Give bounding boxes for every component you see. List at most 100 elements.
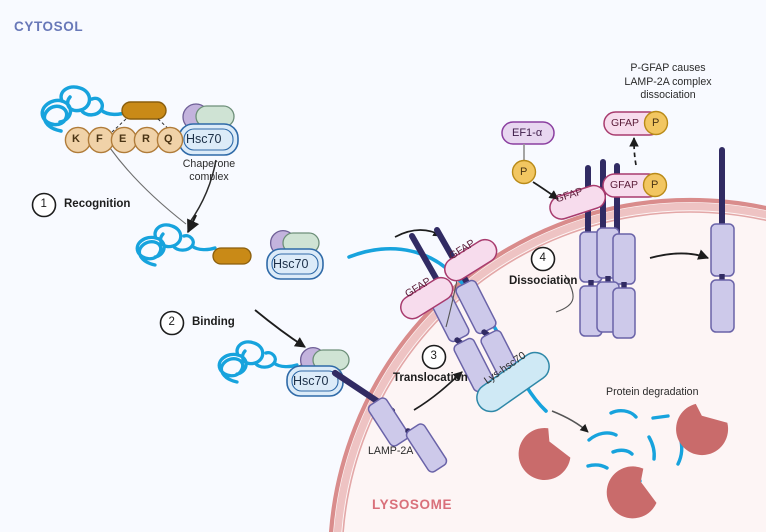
gfap-capsule-mid [444, 238, 498, 282]
kferq-residue-beads [64, 126, 184, 154]
hsc70-label-low: Hsc70 [293, 374, 329, 388]
step-number-3: 3 [430, 350, 437, 362]
residue-letter-e: E [119, 133, 127, 145]
phosphorylation-arrow [532, 181, 559, 200]
lys-hsc70-capsule [476, 351, 550, 413]
lamp2a-receptor-labeled [331, 369, 448, 473]
fragment-7 [647, 435, 656, 461]
step-circle-4 [530, 246, 556, 272]
gfap-capsule-membrane-low [549, 184, 607, 220]
lys-hsc70-body [476, 351, 550, 413]
recognition-guide-right [189, 159, 217, 223]
step-number-2: 2 [168, 316, 175, 328]
residue-letter-q: Q [164, 133, 173, 145]
dissociation-note-line2: LAMP-2A complex [624, 75, 712, 88]
step-label-translocation: Translocation [393, 372, 468, 384]
fragment-6 [651, 414, 670, 420]
step-circle-3 [421, 344, 447, 370]
substrate-chaperone-bound-mid [135, 223, 324, 280]
step-number-4: 4 [539, 252, 546, 264]
phosphate-circle-released [643, 110, 669, 136]
step-label-recognition: Recognition [64, 198, 131, 210]
ef1a-complex [501, 121, 555, 185]
dissociation-note-line3: dissociation [640, 89, 696, 101]
fragment-3 [611, 448, 634, 456]
residue-bead-4 [156, 126, 184, 154]
recognition-guide-left [109, 147, 187, 225]
step-label-binding: Binding [192, 316, 235, 328]
chaperone-caption-line2: complex [189, 171, 229, 183]
monomer-domain-1 [710, 223, 735, 277]
multimer-to-monomer-arrow [649, 249, 710, 260]
gfap-membrane-p [602, 172, 668, 198]
gfap-cytosol-mid [444, 238, 498, 282]
gfap-cytosol-left [400, 276, 454, 320]
gfap-release-arrow [629, 136, 639, 166]
chaperone-complex-caption: Chaperone complex [172, 158, 246, 184]
phosphate-label-ef1a: P [520, 166, 528, 178]
phosphate-label-membrane: P [651, 179, 659, 191]
step-label-dissociation: Dissociation [509, 275, 578, 287]
recognition-arrow [187, 214, 200, 234]
translocation-arrow [413, 371, 463, 411]
protease-2 [676, 403, 728, 456]
lysosome-membrane-inner [333, 202, 766, 532]
binding-arrow [254, 309, 306, 348]
substrate-coil-low [217, 340, 299, 384]
multimer-domain-3a [612, 233, 636, 285]
phosphate-label-released: P [652, 117, 660, 129]
chaperone-caption-line1: Chaperone [182, 158, 236, 170]
dissociation-guide [555, 274, 574, 313]
gfap-membrane-low [549, 184, 607, 220]
dissociation-note-line1: P-GFAP causes [630, 62, 706, 74]
residue-letter-k: K [72, 133, 80, 145]
phosphate-circle-membrane [642, 172, 668, 198]
kferq-motif-block-mid [212, 247, 252, 265]
lysosome-compartment-label: LYSOSOME [372, 497, 453, 512]
dissociation-note: P-GFAP causes LAMP-2A complex dissociati… [588, 62, 748, 103]
lysosome-membrane-edge [342, 211, 766, 532]
hsc70-inner-outline-top [183, 128, 234, 151]
ef1a-capsule [501, 121, 555, 145]
fragment-4 [586, 463, 609, 470]
lamp2a-lumenal-domain-1 [367, 397, 410, 447]
hsc70-inner-outline-low [291, 370, 339, 392]
gfap-label-membrane-p: GFAP [610, 179, 639, 191]
gfap-capsule-left [400, 276, 454, 320]
multimer-domain-3b [612, 287, 636, 339]
substrate-coil [40, 85, 129, 133]
lamp2a-monomer [710, 147, 735, 333]
lamp2a-label: LAMP-2A [368, 445, 414, 457]
protease-3 [606, 466, 657, 519]
hsc70-body-mid [266, 248, 324, 280]
substrate-protein-unbound [40, 85, 167, 133]
lamp2a-tc-domain-2 [455, 279, 497, 335]
cytosol-compartment-label: CYTOSOL [14, 19, 84, 34]
ef1a-label: EF1-α [512, 127, 543, 139]
lysosome-membrane-outer [329, 198, 766, 532]
gfap-released-p [603, 110, 669, 136]
protein-degradation-label: Protein degradation [606, 386, 699, 398]
monomer-domain-2 [710, 279, 735, 333]
fragment-1 [609, 408, 638, 419]
step-circle-2 [159, 310, 185, 336]
fragment-2 [587, 431, 618, 442]
lysosomal-proteases [518, 403, 728, 519]
residue-letter-f: F [96, 133, 103, 145]
step-circle-1 [31, 192, 57, 218]
lamp2a-lumenal-domain-2 [405, 423, 448, 473]
chaperone-complex-top [178, 103, 239, 156]
step-number-1: 1 [40, 198, 47, 210]
protease-1 [518, 427, 571, 480]
degradation-arrow [551, 410, 589, 433]
phosphate-circle-ef1a [511, 159, 537, 185]
hsc70-inner-outline-mid [271, 253, 319, 275]
residue-letter-r: R [142, 133, 150, 145]
hsc70-label-top: Hsc70 [186, 132, 222, 146]
kferq-motif-block [121, 101, 167, 120]
gfap-label-released: GFAP [611, 117, 640, 129]
hsc70-label-mid: Hsc70 [273, 257, 309, 271]
substrate-coil-mid [135, 223, 217, 267]
